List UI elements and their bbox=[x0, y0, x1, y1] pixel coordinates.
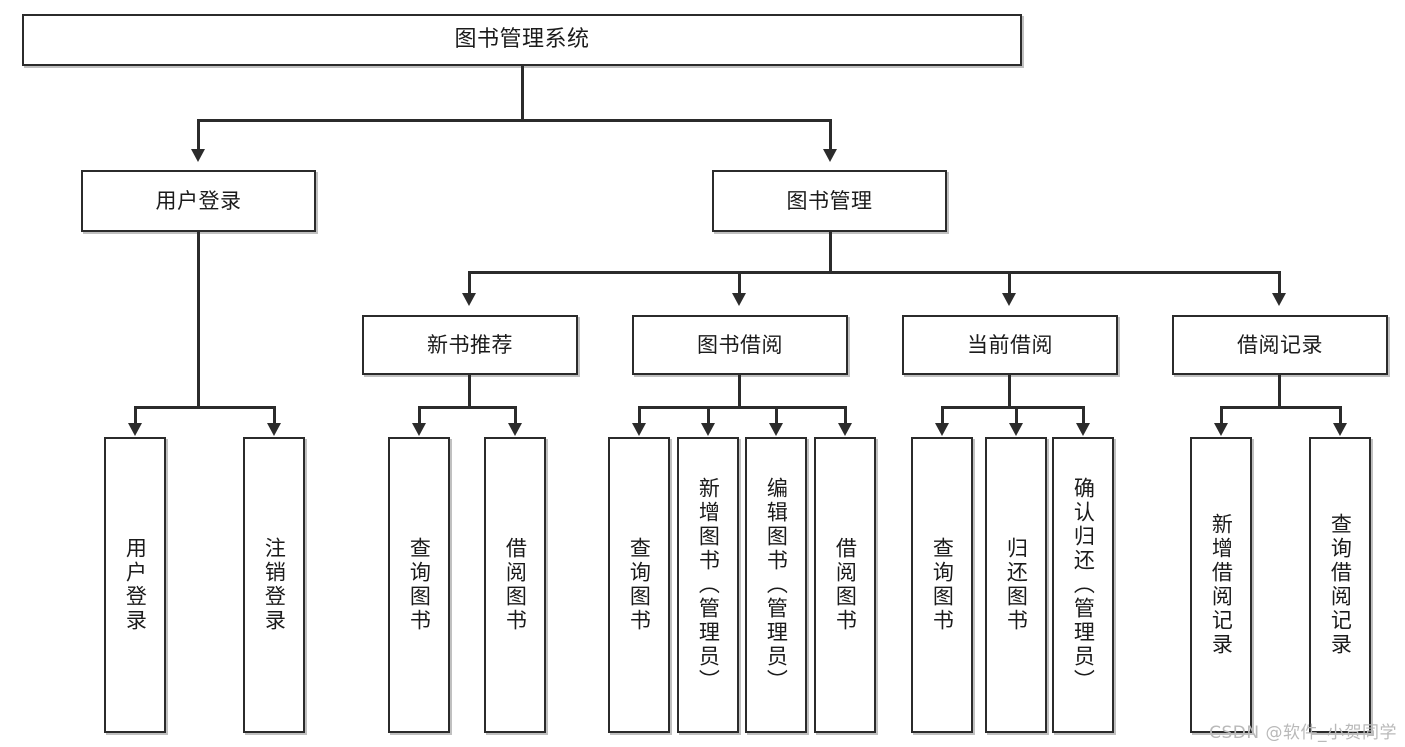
connector-drop-leaf-user-login bbox=[134, 406, 137, 425]
node-label: 查询图书 bbox=[407, 537, 432, 633]
arrowhead-current-borrow bbox=[1002, 293, 1016, 306]
node-user-login[interactable]: 用户登录 bbox=[81, 170, 316, 232]
leaf-borrow-book-new-books[interactable]: 借阅图书 bbox=[484, 437, 546, 733]
leaf-user-login[interactable]: 用户登录 bbox=[104, 437, 166, 733]
leaf-logout[interactable]: 注销登录 bbox=[243, 437, 305, 733]
arrowhead-leaf-add-book bbox=[701, 423, 715, 436]
arrowhead-leaf-query-record bbox=[1333, 423, 1347, 436]
connector-drop-book-borrow bbox=[738, 271, 741, 295]
node-root-system[interactable]: 图书管理系统 bbox=[22, 14, 1022, 66]
node-borrow-record[interactable]: 借阅记录 bbox=[1172, 315, 1388, 375]
node-label: 查询图书 bbox=[930, 537, 955, 633]
connector-drop-borrow-record bbox=[1278, 271, 1281, 295]
connector-drop-leaf-query-book-3 bbox=[941, 406, 944, 425]
node-label: 用户登录 bbox=[123, 537, 148, 633]
arrowhead-borrow-record bbox=[1272, 293, 1286, 306]
leaf-return-book[interactable]: 归还图书 bbox=[985, 437, 1047, 733]
arrowhead-leaf-query-book-2 bbox=[632, 423, 646, 436]
connector-drop-leaf-query-book-2 bbox=[638, 406, 641, 425]
arrowhead-leaf-confirm-return bbox=[1076, 423, 1090, 436]
connector-drop-book-mgmt bbox=[829, 119, 832, 150]
connector-borrow-record-stem bbox=[1278, 375, 1281, 407]
leaf-add-book-admin[interactable]: 新增图书（管理员） bbox=[677, 437, 739, 733]
arrowhead-leaf-add-record bbox=[1214, 423, 1228, 436]
node-label: 查询借阅记录 bbox=[1328, 513, 1353, 657]
connector-bus-book-borrow-leaves bbox=[638, 406, 845, 409]
connector-drop-leaf-query-record bbox=[1339, 406, 1342, 425]
connector-drop-leaf-query-book-1 bbox=[418, 406, 421, 425]
leaf-query-book-current[interactable]: 查询图书 bbox=[911, 437, 973, 733]
leaf-query-book-borrow[interactable]: 查询图书 bbox=[608, 437, 670, 733]
connector-root-stem bbox=[521, 66, 524, 120]
node-label: 查询图书 bbox=[627, 537, 652, 633]
connector-user-login-stem bbox=[197, 232, 200, 407]
node-label: 当前借阅 bbox=[967, 332, 1053, 357]
arrowhead-leaf-return-book bbox=[1009, 423, 1023, 436]
node-label: 注销登录 bbox=[262, 537, 287, 633]
arrowhead-book-mgmt bbox=[823, 149, 837, 162]
connector-drop-current-borrow bbox=[1008, 271, 1011, 295]
node-new-book-recommend[interactable]: 新书推荐 bbox=[362, 315, 578, 375]
leaf-query-borrow-record[interactable]: 查询借阅记录 bbox=[1309, 437, 1371, 733]
arrowhead-leaf-query-book-3 bbox=[935, 423, 949, 436]
connector-drop-leaf-logout bbox=[273, 406, 276, 425]
leaf-query-book-new-books[interactable]: 查询图书 bbox=[388, 437, 450, 733]
node-label: 图书管理系统 bbox=[454, 27, 590, 53]
leaf-add-borrow-record[interactable]: 新增借阅记录 bbox=[1190, 437, 1252, 733]
arrowhead-leaf-query-book-1 bbox=[412, 423, 426, 436]
node-label: 借阅记录 bbox=[1237, 332, 1323, 357]
arrowhead-book-borrow bbox=[732, 293, 746, 306]
node-label: 图书管理 bbox=[786, 188, 873, 213]
leaf-confirm-return-admin[interactable]: 确认归还（管理员） bbox=[1052, 437, 1114, 733]
connector-drop-new-books bbox=[468, 271, 471, 295]
node-label: 新增借阅记录 bbox=[1209, 513, 1234, 657]
connector-drop-user-login bbox=[197, 119, 200, 150]
connector-bus-borrow-record-leaves bbox=[1220, 406, 1340, 409]
connector-drop-leaf-confirm-return bbox=[1082, 406, 1085, 425]
node-label: 新书推荐 bbox=[427, 332, 513, 357]
node-label: 确认归还（管理员） bbox=[1071, 477, 1096, 693]
connector-bus-user-login-leaves bbox=[134, 406, 275, 409]
leaf-borrow-book[interactable]: 借阅图书 bbox=[814, 437, 876, 733]
arrowhead-user-login bbox=[191, 149, 205, 162]
connector-new-books-stem bbox=[468, 375, 471, 407]
connector-drop-leaf-add-record bbox=[1220, 406, 1223, 425]
node-label: 编辑图书（管理员） bbox=[764, 477, 789, 693]
connector-drop-leaf-edit-book bbox=[775, 406, 778, 425]
node-label: 归还图书 bbox=[1004, 537, 1029, 633]
node-label: 借阅图书 bbox=[833, 537, 858, 633]
arrowhead-leaf-borrow-book-2 bbox=[838, 423, 852, 436]
connector-bus-new-books-leaves bbox=[418, 406, 515, 409]
connector-bus-level3 bbox=[468, 271, 1280, 274]
leaf-edit-book-admin[interactable]: 编辑图书（管理员） bbox=[745, 437, 807, 733]
node-label: 用户登录 bbox=[155, 188, 242, 213]
node-label: 图书借阅 bbox=[697, 332, 783, 357]
arrowhead-leaf-borrow-book-1 bbox=[508, 423, 522, 436]
connector-drop-leaf-return-book bbox=[1015, 406, 1018, 425]
arrowhead-leaf-edit-book bbox=[769, 423, 783, 436]
connector-book-mgmt-stem bbox=[829, 232, 832, 272]
connector-drop-leaf-add-book bbox=[707, 406, 710, 425]
connector-bus-level2 bbox=[198, 119, 832, 122]
node-label: 借阅图书 bbox=[503, 537, 528, 633]
arrowhead-leaf-logout bbox=[267, 423, 281, 436]
connector-drop-leaf-borrow-book-1 bbox=[514, 406, 517, 425]
node-label: 新增图书（管理员） bbox=[696, 477, 721, 693]
arrowhead-new-books bbox=[462, 293, 476, 306]
node-current-borrow[interactable]: 当前借阅 bbox=[902, 315, 1118, 375]
arrowhead-leaf-user-login bbox=[128, 423, 142, 436]
connector-bus-current-borrow-leaves bbox=[941, 406, 1083, 409]
connector-book-borrow-stem bbox=[738, 375, 741, 407]
connector-drop-leaf-borrow-book-2 bbox=[844, 406, 847, 425]
node-book-management[interactable]: 图书管理 bbox=[712, 170, 947, 232]
node-book-borrow[interactable]: 图书借阅 bbox=[632, 315, 848, 375]
connector-current-borrow-stem bbox=[1008, 375, 1011, 407]
